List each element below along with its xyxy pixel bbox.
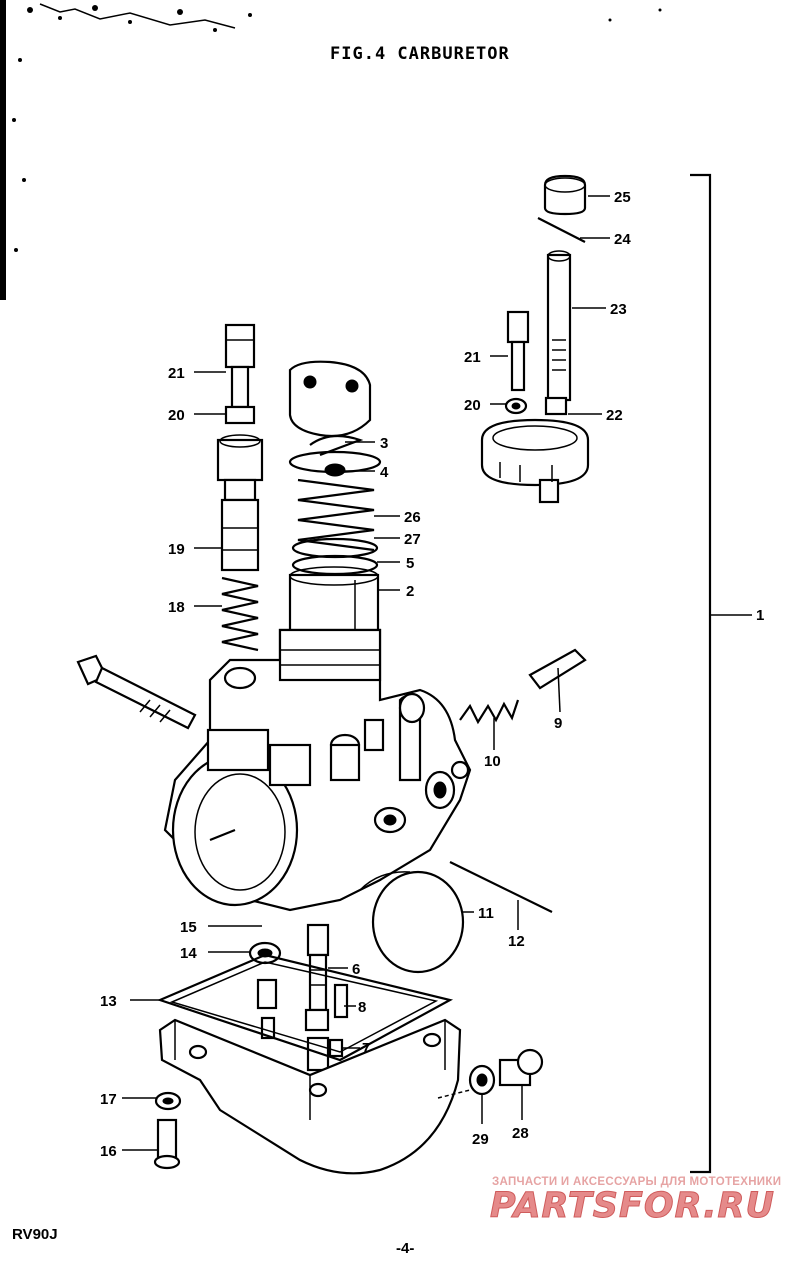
callout-28: 28	[512, 1125, 529, 1142]
part-12-rod	[449, 861, 553, 913]
callout-24: 24	[614, 231, 631, 248]
part-20-nut-right	[504, 397, 528, 415]
part-18-spring	[221, 576, 259, 652]
callout-17: 17	[100, 1091, 117, 1108]
callout-3: 3	[380, 435, 388, 452]
fuel-inlet-nipple	[398, 692, 426, 724]
callout-25: 25	[614, 189, 631, 206]
callout-12: 12	[508, 933, 525, 950]
callout-15: 15	[180, 919, 197, 936]
callout-7: 7	[362, 1040, 370, 1057]
scan-noise	[0, 0, 662, 300]
callout-14: 14	[180, 945, 197, 962]
carburetor-body	[163, 628, 472, 912]
callout-18: 18	[168, 599, 185, 616]
part-28-drain-plug	[498, 1048, 544, 1087]
part-21-screw-right	[506, 310, 530, 392]
callout-4: 4	[380, 464, 389, 481]
part-19-adjuster	[216, 434, 264, 572]
gasket-inner-edge	[169, 961, 439, 1053]
part-21-screw-left	[224, 323, 256, 409]
callout-20-right: 20	[464, 397, 481, 414]
callout-9: 9	[554, 715, 562, 732]
callout-5: 5	[406, 555, 414, 572]
part-29-washer	[468, 1064, 496, 1096]
part-4-retainer	[324, 463, 346, 477]
callout-21-left: 21	[168, 365, 185, 382]
callout-16: 16	[100, 1143, 117, 1160]
part-13-gasket	[156, 953, 454, 1062]
footer-page-number: -4-	[396, 1240, 415, 1257]
watermark-subtitle: ЗАПЧАСТИ И АКСЕССУАРЫ ДЛЯ МОТОТЕХНИКИ	[492, 1176, 782, 1188]
callout-21-right: 21	[464, 349, 481, 366]
callout-23: 23	[610, 301, 627, 318]
float-chamber-bowl	[158, 1018, 462, 1175]
callout-2: 2	[406, 583, 414, 600]
callout-10: 10	[484, 753, 501, 770]
callout-22: 22	[606, 407, 623, 424]
watermark-logo: PARTSFOR.RU	[490, 1186, 775, 1227]
part-24-pin	[537, 217, 586, 243]
callout-11: 11	[478, 905, 494, 922]
footer-model: RV90J	[12, 1226, 58, 1243]
part-16-screw	[153, 1118, 181, 1170]
throttle-spring-group	[288, 450, 382, 576]
callout-1: 1	[756, 607, 764, 624]
assembly-bracket	[690, 173, 752, 1174]
callout-6: 6	[352, 961, 360, 978]
part-22-nut	[544, 396, 568, 416]
part-20-nut-left	[224, 405, 256, 425]
side-bolt	[76, 654, 197, 730]
jet-group	[304, 923, 349, 1072]
callout-labels: 1 2 3 4 5 6 7 8 9 10 11 12 13 14 15 16 1…	[100, 189, 764, 1160]
callout-20-left: 20	[168, 407, 185, 424]
leader-lines	[122, 195, 610, 1151]
callout-29: 29	[472, 1131, 489, 1148]
part-25-cap	[543, 174, 587, 216]
part-23-rod	[546, 250, 572, 402]
part-3-clip	[309, 434, 364, 457]
callout-26: 26	[404, 509, 421, 526]
carb-top-cap	[288, 360, 372, 438]
callout-19: 19	[168, 541, 185, 558]
callout-8: 8	[358, 999, 366, 1016]
callout-13: 13	[100, 993, 117, 1010]
callout-27: 27	[404, 531, 421, 548]
mixing-chamber-cap	[480, 418, 590, 504]
part-10-spring	[459, 699, 520, 725]
figure-title: FIG.4 CARBURETOR	[330, 44, 510, 64]
part-11-float-cover	[359, 870, 465, 974]
part-17-washer	[154, 1091, 182, 1111]
